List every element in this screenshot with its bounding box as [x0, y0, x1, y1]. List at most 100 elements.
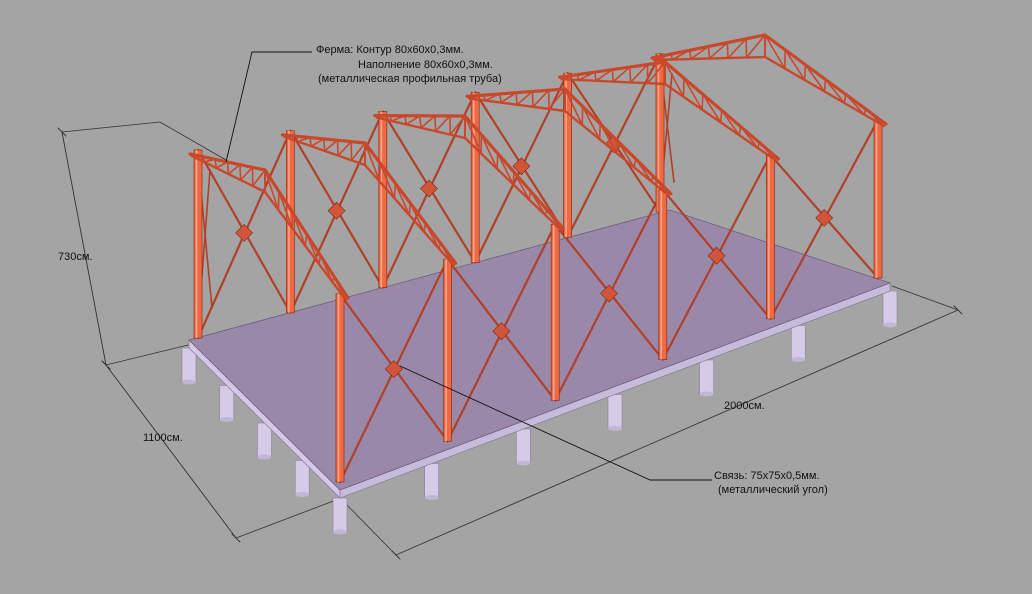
steel-column: [443, 258, 452, 442]
truss-web-diagonal: [439, 242, 455, 267]
truss-web-vertical: [214, 158, 218, 169]
truss-web-vertical: [226, 161, 230, 175]
brace-material-label: (металлический угол): [718, 484, 828, 496]
brace-gusset-plate: [512, 157, 531, 176]
pile-base: [219, 417, 234, 422]
truss-web-diagonal: [784, 49, 806, 81]
steel-column: [378, 111, 388, 288]
dimension-lines: [57, 121, 963, 560]
truss-web-diagonal: [337, 140, 353, 157]
truss-web-diagonal: [664, 61, 685, 98]
truss-web-vertical: [531, 90, 534, 108]
truss-web-vertical: [496, 152, 499, 170]
truss-fill-label: Наполнение 80х60х0,3мм.: [358, 59, 493, 71]
truss-web-vertical: [629, 66, 632, 84]
truss-web-diagonal: [480, 133, 498, 170]
truss-web-diagonal: [203, 158, 216, 163]
truss-web-diagonal: [291, 211, 307, 247]
truss-web-vertical: [322, 138, 326, 152]
truss-web-diagonal: [484, 93, 501, 102]
width-dimension-line: [105, 364, 237, 539]
truss-web-vertical: [863, 108, 867, 116]
pile-base: [699, 391, 714, 397]
steel-column: [550, 224, 560, 401]
truss-web-diagonal: [764, 34, 786, 70]
extension-line: [105, 344, 189, 366]
truss-web-vertical: [482, 94, 486, 102]
truss-web-diagonal: [283, 135, 297, 138]
pile-base: [608, 426, 622, 431]
length-dimension-line: [395, 309, 959, 556]
brace-spec-label: Связь: 75х75х0,5мм.: [714, 470, 820, 482]
truss-web-diagonal: [720, 109, 741, 136]
truss-web-vertical: [688, 49, 692, 60]
extension-line: [235, 499, 337, 539]
brace-gusset-plate: [235, 223, 254, 242]
truss-web-vertical: [408, 202, 412, 216]
truss-web-diagonal: [468, 94, 485, 100]
height-dimension-label: 730см.: [58, 251, 93, 263]
extension-line: [159, 121, 227, 161]
truss-web-diagonal: [424, 222, 440, 250]
brace-leader-line: [399, 365, 712, 481]
pile-base: [333, 529, 347, 535]
foundation-pile: [791, 325, 806, 360]
extension-line: [341, 499, 397, 556]
truss-web-vertical: [304, 233, 308, 247]
truss-web-diagonal: [364, 142, 381, 183]
truss-web-diagonal: [612, 66, 631, 83]
pile-base: [883, 322, 897, 328]
foundation-pile: [607, 394, 623, 429]
truss-web-diagonal: [708, 41, 729, 60]
truss-web-diagonal: [634, 157, 653, 183]
truss-web-diagonal: [739, 125, 759, 149]
truss-web-vertical: [393, 182, 397, 200]
truss-web-diagonal: [191, 155, 204, 158]
truss-web-vertical: [336, 139, 339, 157]
truss-web-diagonal: [865, 108, 885, 127]
truss-web-diagonal: [319, 254, 334, 283]
truss-web-diagonal: [409, 202, 425, 233]
truss-spec-label: Ферма: Контур 80х60х0,3мм.: [316, 44, 464, 56]
truss-web-diagonal: [405, 115, 421, 126]
roof-trusses: [188, 33, 888, 302]
truss-web-vertical: [726, 41, 729, 59]
truss-web-vertical: [201, 155, 205, 163]
foundation-pile: [332, 497, 348, 533]
truss-web-vertical: [295, 135, 299, 143]
truss-web-vertical: [719, 109, 723, 124]
truss-web-diagonal: [390, 114, 406, 122]
truss-web-diagonal: [350, 142, 366, 162]
brace-gusset-plate: [492, 322, 511, 341]
foundation-pile: [516, 428, 531, 464]
slab-top-surface: [188, 209, 892, 491]
truss-web-diagonal: [652, 175, 670, 197]
pile-base: [182, 379, 196, 385]
steel-column: [766, 154, 775, 320]
truss-web-diagonal: [599, 123, 618, 155]
foundation-pile: [424, 463, 439, 498]
truss-web-diagonal: [578, 71, 596, 81]
truss-web-diagonal: [701, 93, 722, 124]
truss-web-diagonal: [683, 77, 703, 111]
truss-web-diagonal: [264, 169, 280, 211]
brace-gusset-plate: [384, 360, 403, 379]
truss-web-diagonal: [252, 169, 266, 187]
truss-web-diagonal: [529, 190, 546, 216]
truss-web-diagonal: [500, 91, 517, 104]
truss-web-vertical: [670, 53, 674, 61]
foundation-slab: [188, 209, 892, 499]
truss-web-diagonal: [617, 140, 636, 169]
truss-web-vertical: [239, 163, 242, 181]
truss-web-diagonal: [560, 73, 578, 80]
truss-web-diagonal: [333, 275, 347, 301]
truss-web-vertical: [611, 68, 615, 83]
height-dimension-line: [61, 131, 107, 366]
steel-column: [193, 149, 203, 339]
foundation-pile: [699, 359, 714, 395]
truss-web-vertical: [576, 73, 580, 81]
truss-web-diagonal: [496, 152, 514, 185]
truss-web-diagonal: [844, 93, 865, 116]
